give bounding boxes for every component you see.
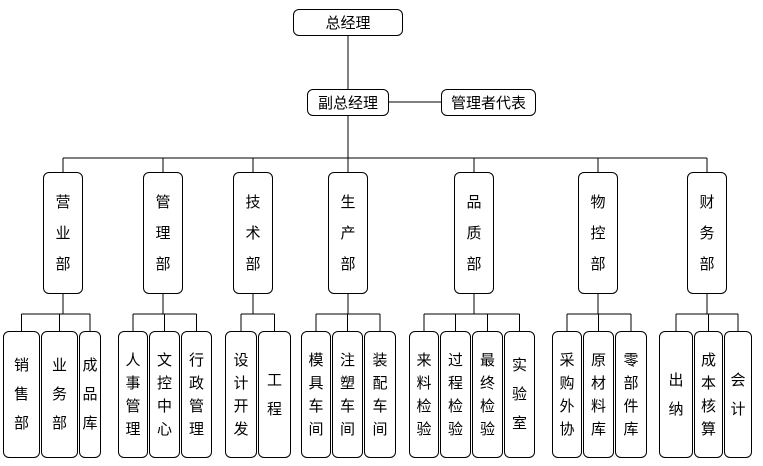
unit-box: 装配车间 [364,331,396,458]
unit-label-column: 最终检验 [479,350,495,438]
unit-label-column: 行政管理 [188,350,204,438]
department-label: 技术部 [245,192,261,273]
unit-box: 成本核算 [694,331,723,458]
unit-label-column: 模具车间 [308,350,324,438]
unit-label-column: 文控中心 [156,350,172,438]
unit-label: 最终检验 [480,349,495,441]
department-label: 营业部 [55,192,71,273]
general-manager-label: 总经理 [325,14,371,32]
unit-box: 模具车间 [301,331,331,458]
unit-label: 过程检验 [448,349,463,441]
unit-box: 工程 [258,331,291,458]
unit-box: 销售部 [3,331,40,458]
unit-label-column: 人事管理 [125,350,141,438]
unit-label: 模具车间 [308,349,323,441]
unit-box: 来料检验 [409,331,439,458]
unit-label: 实验室 [511,356,527,432]
unit-label: 业务部 [51,356,67,432]
department-label: 生产部 [340,192,356,273]
unit-label: 成品库 [82,356,98,432]
unit-label: 注塑车间 [340,349,355,441]
department-label: 品质部 [466,192,482,273]
unit-label-column: 设计开发 [233,350,249,438]
unit-label-column: 成本核算 [700,350,716,438]
unit-label: 会计 [730,370,746,418]
unit-label: 销售部 [13,356,29,432]
department-box: 财务部 [687,172,727,294]
department-box: 技术部 [233,172,273,294]
department-box: 营业部 [43,172,83,294]
unit-box: 人事管理 [118,331,148,458]
department-box: 生产部 [328,172,368,294]
unit-label: 原材料库 [591,349,606,441]
unit-box: 业务部 [41,331,78,458]
unit-label: 出纳 [668,370,684,418]
unit-box: 采购外协 [552,331,582,458]
deputy-manager-box: 副总经理 [307,89,389,116]
unit-box: 注塑车间 [332,331,363,458]
unit-label-column: 来料检验 [416,350,432,438]
mgmt-rep-box: 管理者代表 [441,89,536,116]
unit-label-column: 采购外协 [559,350,575,438]
unit-box: 零部件库 [615,331,647,458]
unit-label: 来料检验 [416,349,431,441]
general-manager-box: 总经理 [293,9,403,36]
unit-label-column: 注塑车间 [339,350,355,438]
unit-label: 工程 [266,370,282,418]
unit-label: 成本核算 [701,349,716,441]
unit-box: 出纳 [659,331,693,458]
unit-box: 原材料库 [583,331,614,458]
unit-label: 人事管理 [125,349,140,441]
department-box: 管理部 [143,172,183,294]
unit-label-column: 过程检验 [447,350,463,438]
mgmt-rep-label: 管理者代表 [450,94,526,112]
unit-box: 文控中心 [149,331,180,458]
unit-label-column: 零部件库 [623,350,639,438]
unit-box: 会计 [724,331,752,458]
department-label: 物控部 [590,192,606,273]
unit-box: 行政管理 [181,331,212,458]
unit-label-column: 原材料库 [590,350,606,438]
unit-box: 过程检验 [440,331,471,458]
unit-label-column: 装配车间 [372,350,388,438]
department-box: 品质部 [454,172,494,294]
unit-box: 最终检验 [472,331,503,458]
unit-box: 实验室 [504,331,535,458]
unit-box: 成品库 [79,331,101,458]
unit-label: 装配车间 [372,349,387,441]
unit-label: 文控中心 [157,349,172,441]
unit-label: 设计开发 [233,349,248,441]
unit-label: 零部件库 [623,349,638,441]
department-label: 管理部 [155,192,171,273]
department-label: 财务部 [699,192,715,273]
unit-box: 设计开发 [225,331,257,458]
unit-label: 采购外协 [559,349,574,441]
deputy-manager-label: 副总经理 [317,94,378,112]
department-box: 物控部 [578,172,618,294]
unit-label: 行政管理 [189,349,204,441]
